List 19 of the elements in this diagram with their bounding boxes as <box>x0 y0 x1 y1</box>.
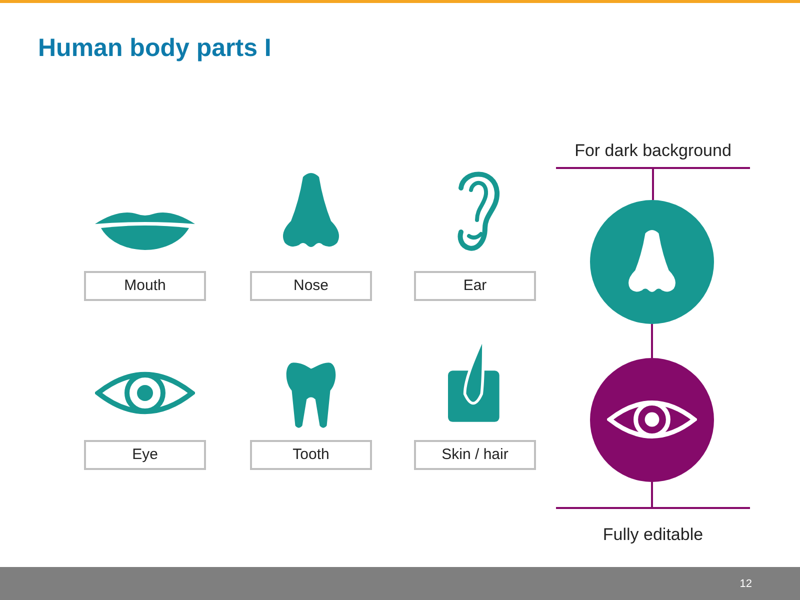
node-label: Eye <box>132 444 158 465</box>
label-box <box>250 440 372 470</box>
connector-line <box>651 324 653 358</box>
node-label: Tooth <box>292 444 330 465</box>
label-box <box>414 440 536 470</box>
node-label: Skin / hair <box>442 444 508 465</box>
connector-line <box>652 169 654 200</box>
node-label: Nose <box>293 276 329 296</box>
node-label: Fully editable <box>602 524 704 546</box>
page-number: 12 <box>740 577 752 592</box>
node-label: For dark background <box>574 140 732 162</box>
node-label: Mouth <box>124 276 166 296</box>
node-label: Ear <box>463 276 487 296</box>
label-box <box>84 440 206 470</box>
label-box <box>84 271 206 301</box>
label-box <box>250 271 372 301</box>
connector-line <box>651 482 653 507</box>
label-box <box>414 271 536 301</box>
title: Human body parts I <box>38 33 272 64</box>
